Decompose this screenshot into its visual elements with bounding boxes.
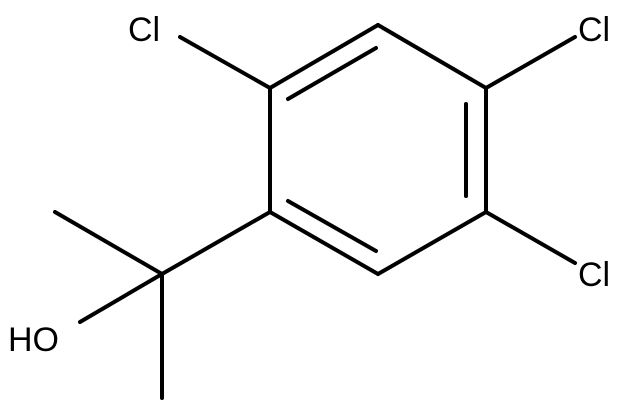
bond-ring-quaternary-carbon [160, 210, 272, 276]
ring-bond-c1-c2-inner [286, 46, 378, 101]
atom-label-cl-right: Cl [578, 256, 610, 294]
atom-label-hydroxyl: HO [8, 321, 59, 359]
ring-bond-c4-c5 [376, 210, 488, 276]
ring-bond-c2-c3 [376, 23, 488, 90]
ring-bond-c5-c6-inner [286, 199, 378, 253]
benzene-ring [268, 23, 488, 276]
bond-c4-cl [484, 210, 577, 265]
bond-c-oh [78, 272, 164, 324]
bond-c1-cl [178, 35, 272, 90]
bond-c3-cl [484, 35, 577, 90]
ring-bond-c1-c2 [268, 23, 380, 90]
atom-label-cl-top-right: Cl [578, 11, 610, 49]
ring-bond-c5-c6 [268, 210, 380, 276]
atom-label-cl-top-left: Cl [128, 11, 160, 49]
bond-methyl-upper [53, 210, 164, 276]
